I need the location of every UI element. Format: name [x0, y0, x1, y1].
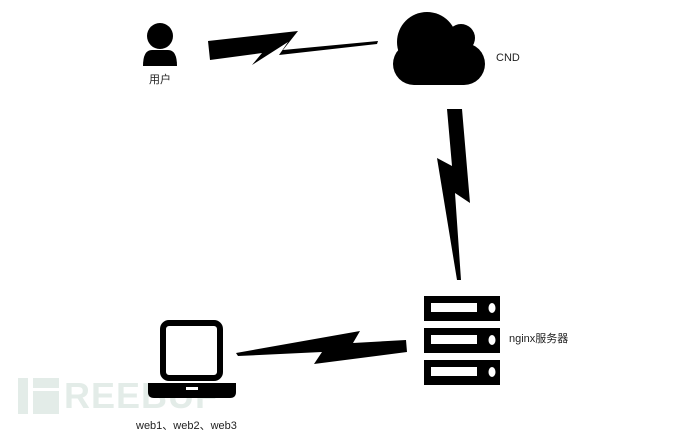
server-unit: [424, 296, 500, 321]
cdn-label: CND: [496, 52, 520, 64]
server-unit: [424, 360, 500, 385]
cloud-icon[interactable]: [393, 12, 485, 85]
server-rack-icon[interactable]: [424, 296, 500, 385]
watermark-logo-icon: [18, 378, 59, 414]
user-icon[interactable]: [143, 23, 177, 66]
nginx-label: nginx服务器: [509, 333, 569, 345]
lightning-cdn-nginx: [437, 109, 470, 280]
lightning-user-cdn: [208, 31, 378, 65]
server-unit: [424, 328, 500, 353]
laptop-icon[interactable]: [148, 320, 236, 398]
user-label: 用户: [149, 74, 171, 86]
web-label: web1、web2、web3: [136, 420, 237, 432]
lightning-nginx-web: [236, 331, 407, 364]
